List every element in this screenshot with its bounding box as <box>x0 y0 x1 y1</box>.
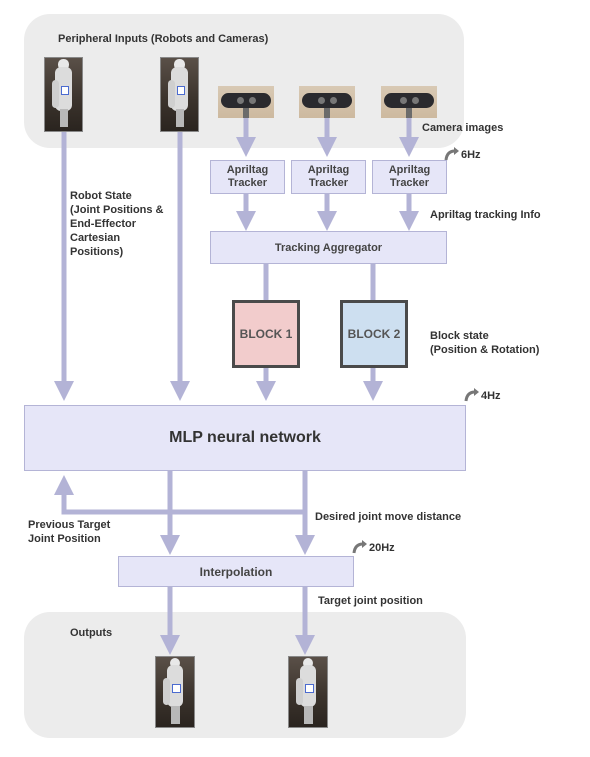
input-robot-photo-1 <box>44 57 83 132</box>
outputs-region <box>24 612 466 738</box>
block-2-label: BLOCK 2 <box>347 327 401 341</box>
feedback-arrow <box>54 470 308 515</box>
block-2: BLOCK 2 <box>340 300 408 368</box>
target-joint-label: Target joint position <box>318 595 423 607</box>
aggregator-label: Tracking Aggregator <box>274 241 383 254</box>
interpolation: Interpolation <box>118 556 354 587</box>
rate-4hz-label: 4Hz <box>481 390 501 402</box>
tracker-3-label: Apriltag Tracker <box>388 164 431 189</box>
tracker-2-label: Apriltag Tracker <box>307 164 350 189</box>
mlp-label: MLP neural network <box>169 429 321 446</box>
desired-move-label: Desired joint move distance <box>315 511 462 523</box>
apriltag-info-label: Apriltag tracking Info <box>430 209 541 221</box>
refresh-icon-20hz <box>352 540 367 554</box>
peripheral-inputs-title: Peripheral Inputs (Robots and Cameras) <box>58 33 269 45</box>
outputs-title: Outputs <box>70 627 113 639</box>
robot-state-label: Robot State (Joint Positions & End-Effec… <box>70 190 164 258</box>
camera-photo-2 <box>299 86 355 118</box>
tracker-1-label: Apriltag Tracker <box>226 164 269 189</box>
block-1: BLOCK 1 <box>232 300 300 368</box>
apriltag-tracker-1: Apriltag Tracker <box>210 160 285 194</box>
block-1-label: BLOCK 1 <box>239 327 293 341</box>
mlp-neural-network: MLP neural network <box>24 405 466 471</box>
refresh-icon-6hz <box>444 147 459 161</box>
previous-target-label: Previous Target Joint Position <box>28 519 111 545</box>
tracking-aggregator: Tracking Aggregator <box>210 231 447 264</box>
camera-images-label: Camera images <box>422 122 504 134</box>
rate-6hz-label: 6Hz <box>461 149 481 161</box>
refresh-icon-4hz <box>464 388 479 402</box>
apriltag-tracker-3: Apriltag Tracker <box>372 160 447 194</box>
interpolation-label: Interpolation <box>199 564 273 579</box>
rate-20hz-label: 20Hz <box>369 542 395 554</box>
input-robot-photo-2 <box>160 57 199 132</box>
camera-photo-3 <box>381 86 437 118</box>
output-robot-photo-2 <box>288 656 328 728</box>
output-robot-photo-1 <box>155 656 195 728</box>
apriltag-tracker-2: Apriltag Tracker <box>291 160 366 194</box>
block-state-label: Block state (Position & Rotation) <box>430 330 540 356</box>
camera-photo-1 <box>218 86 274 118</box>
